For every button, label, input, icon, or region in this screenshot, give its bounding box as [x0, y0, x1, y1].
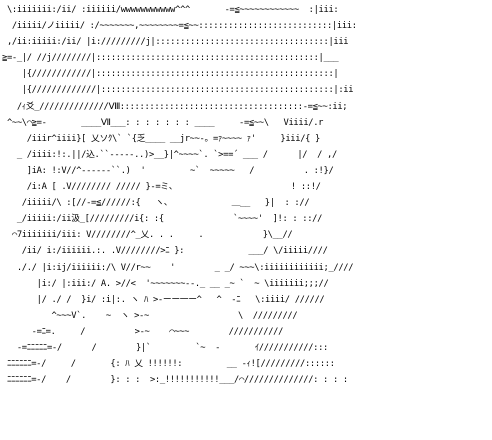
ascii-art-line: /ｨ爻_//////////////Ⅷ:::::::::::::::::::::…	[2, 101, 348, 112]
ascii-art-line: |/ ./ / }i/ :i|:. ヽ ﾊ >-ーー一ー^ ^ -ﾆ \:iii…	[2, 294, 325, 305]
ascii-art-line: ^~~~V`. ~ ヽ >-~ \ /////////	[2, 310, 298, 321]
ascii-art-line: |{/////////////|::::::::::::::::::::::::…	[2, 85, 354, 96]
ascii-art-line: |i:/ |:iii:/ A. >//< '~~~~~~~--._ __ _~ …	[2, 278, 329, 289]
ascii-art-line: -=ﾆ=. / >-~ ⌒~~~ ///////////	[2, 326, 284, 337]
ascii-art-line: _ /iiii:!:.||/込.``-----..)>__}|^~~~~`. `…	[2, 149, 337, 160]
ascii-art-line: ﾆﾆﾆﾆﾆﾆ=-/ / {: ﾊ 乂 !!!!!!: __ -ｨ![//////…	[2, 359, 335, 370]
ascii-art-line: ⌒7iiiiiii/iii: V////////^_乂. . . . }\__/…	[2, 230, 293, 241]
ascii-art-line: /iiiii/ノiiiii/ :/~~~~~~~,~~~~~~~~=≦~~:::…	[2, 21, 357, 32]
ascii-art-line: |{////////////|:::::::::::::::::::::::::…	[2, 69, 339, 80]
ascii-art-line: /ii/ i:/iiiiii.:. .V////////>ﾆ }: ___/ \…	[2, 246, 328, 257]
ascii-art-line: ≧=-_|/ //j////////|:::::::::::::::::::::…	[2, 53, 339, 64]
ascii-art-line: -=ﾆﾆﾆﾆﾆ=-/ / }|` `~ - ｲ///////////:::	[2, 342, 329, 353]
ascii-art-line: ,/ii:iiiii:/ii/ |i://///////j|::::::::::…	[2, 37, 349, 48]
ascii-art-line: /iiiii/\ :[//-=≦//////:{ ヽ、 ＿__ }| : ://	[2, 198, 310, 209]
ascii-art: \:iiiiiii:/ii/ :iiiiii/wwwwwwwwwww^^^ -=…	[2, 2, 357, 388]
ascii-art-line: /iiir^iiii}[ 乂ソｸ\` `{乏____ __jr~~-。=ｧ~~~…	[2, 133, 321, 144]
ascii-art-line: ^~~\⌒≧=- ____Ⅶ___: : : : : : : ____ -=≦~…	[2, 117, 324, 128]
ascii-art-line: \:iiiiiii:/ii/ :iiiiii/wwwwwwwwwww^^^ -=…	[2, 5, 339, 15]
ascii-art-line: ]iA: !:V//^------``.) ' ~` ~~~~~ / . :!}…	[2, 165, 334, 176]
ascii-art-line: /i:A [ .V//////// ///// }-=ミ、 ! ::!/	[2, 182, 321, 193]
ascii-art-line: _/iiiii:/ii汲_[/////////i{: :{ `~~~~' ]!:…	[2, 214, 323, 225]
ascii-art-line: ﾆﾆﾆﾆﾆﾆ=-/ / }: : : >:_!!!!!!!!!!!___/⌒//…	[2, 375, 348, 386]
ascii-art-line: ././ |i:ij/iiiiii:/\ V//r~~ ' _ _/ ~~~\:…	[2, 262, 354, 273]
